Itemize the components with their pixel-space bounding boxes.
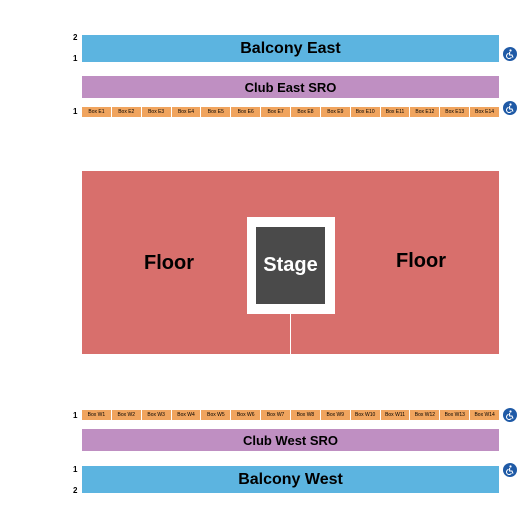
section-balcony-east[interactable]: Balcony East (82, 35, 499, 62)
box-e11[interactable]: Box E11 (380, 107, 411, 117)
balcony-east-row-1-label: 1 (73, 54, 78, 63)
box-w6[interactable]: Box W6 (231, 410, 262, 420)
box-w7[interactable]: Box W7 (261, 410, 292, 420)
balcony-east-row-2-label: 2 (73, 33, 78, 42)
floor-left-label: Floor (144, 252, 194, 274)
section-balcony-west[interactable]: Balcony West (82, 466, 499, 493)
wheelchair-icon (503, 101, 517, 115)
box-e5[interactable]: Box E5 (201, 107, 232, 117)
box-w2[interactable]: Box W2 (111, 410, 142, 420)
stage-label: Stage (263, 254, 318, 276)
box-e9[interactable]: Box E9 (320, 107, 351, 117)
box-w9[interactable]: Box W9 (320, 410, 351, 420)
wheelchair-icon (503, 463, 517, 477)
balcony-west-row-1-label: 1 (73, 465, 78, 474)
box-e6[interactable]: Box E6 (231, 107, 262, 117)
box-w3[interactable]: Box W3 (141, 410, 172, 420)
club-east-sro-label: Club East SRO (244, 79, 337, 95)
balcony-west-label: Balcony West (238, 470, 343, 488)
box-e7[interactable]: Box E7 (261, 107, 292, 117)
box-w14[interactable]: Box W14 (470, 410, 500, 420)
box-e12[interactable]: Box E12 (410, 107, 441, 117)
box-e2[interactable]: Box E2 (111, 107, 142, 117)
wheelchair-icon (503, 47, 517, 61)
boxes-east-row-label: 1 (73, 107, 78, 116)
balcony-west-row-2-label: 2 (73, 486, 78, 495)
box-e4[interactable]: Box E4 (171, 107, 202, 117)
boxes-west-row-label: 1 (73, 411, 78, 420)
wheelchair-icon (503, 408, 517, 422)
box-e8[interactable]: Box E8 (291, 107, 321, 117)
box-w5[interactable]: Box W5 (201, 410, 232, 420)
balcony-east-label: Balcony East (240, 39, 341, 57)
box-w11[interactable]: Box W11 (380, 410, 411, 420)
box-w12[interactable]: Box W12 (410, 410, 441, 420)
club-west-sro-label: Club West SRO (242, 432, 339, 448)
section-club-east-sro[interactable]: Club East SRO (82, 76, 499, 98)
box-w8[interactable]: Box W8 (291, 410, 321, 420)
stage-runway (290, 314, 291, 354)
box-w13[interactable]: Box W13 (440, 410, 471, 420)
box-e3[interactable]: Box E3 (141, 107, 172, 117)
box-e1[interactable]: Box E1 (82, 107, 112, 117)
box-w4[interactable]: Box W4 (171, 410, 202, 420)
section-club-west-sro[interactable]: Club West SRO (82, 429, 499, 451)
box-w1[interactable]: Box W1 (82, 410, 112, 420)
box-e10[interactable]: Box E10 (350, 107, 381, 117)
box-w10[interactable]: Box W10 (350, 410, 381, 420)
boxes-east-row: Box E1 Box E2 Box E3 Box E4 Box E5 Box E… (82, 107, 500, 117)
box-e14[interactable]: Box E14 (470, 107, 500, 117)
boxes-west-row: Box W1 Box W2 Box W3 Box W4 Box W5 Box W… (82, 410, 500, 420)
floor-right-label: Floor (396, 250, 446, 272)
stage: Stage (256, 227, 325, 304)
box-e13[interactable]: Box E13 (440, 107, 471, 117)
